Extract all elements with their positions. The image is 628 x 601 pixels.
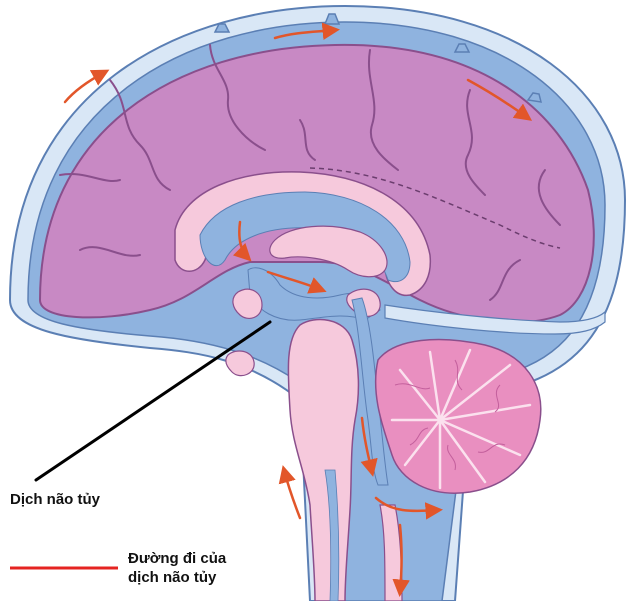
fornix — [269, 225, 388, 278]
central-canal — [324, 469, 340, 601]
flow-arrow-icon — [278, 465, 302, 520]
pituitary — [225, 350, 255, 377]
cerebellum — [374, 338, 542, 494]
csf-pointer-line — [34, 320, 272, 482]
tentorium — [384, 304, 606, 335]
arachnoid-granulations — [213, 13, 543, 103]
flow-arrow-icon — [266, 270, 327, 294]
flow-arrow-icon — [466, 78, 533, 121]
flow-arrow-icon — [232, 220, 252, 262]
cerebral-aqueduct — [351, 297, 389, 486]
spinal-cord-right — [379, 504, 403, 601]
flow-arrow-icon — [360, 416, 378, 477]
flow-arrow-icon — [392, 523, 410, 597]
hypothalamus — [232, 288, 263, 319]
flow-arrow-icon — [374, 496, 443, 520]
csf-path-label-line2: dịch não tủy — [128, 569, 217, 586]
csf-label: Dịch não tủy — [10, 491, 101, 508]
dashed-boundary — [309, 167, 561, 249]
lateral-ventricle — [199, 191, 411, 283]
csf-path-label-line1: Đường đi của — [128, 550, 227, 567]
brainstem — [287, 318, 360, 601]
flow-arrow-icon — [273, 22, 340, 40]
flow-arrow-icon — [63, 69, 110, 104]
brain-sulci — [59, 44, 561, 301]
csf-flow-arrows — [63, 22, 533, 597]
